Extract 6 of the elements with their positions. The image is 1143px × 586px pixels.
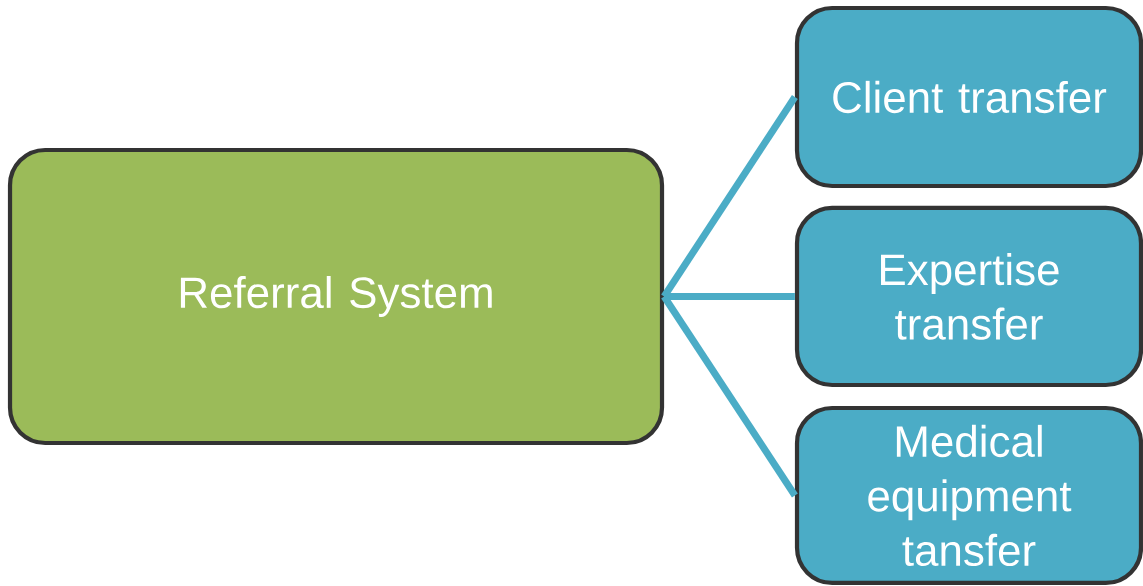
branch-box: Medical equipment tansfer (794, 405, 1143, 586)
main-box: Referral System (7, 147, 665, 446)
connector-line (661, 294, 798, 498)
branch-box: Client transfer (794, 5, 1143, 189)
connector-line (661, 95, 798, 299)
branch-box: Expertise transfer (794, 205, 1143, 388)
